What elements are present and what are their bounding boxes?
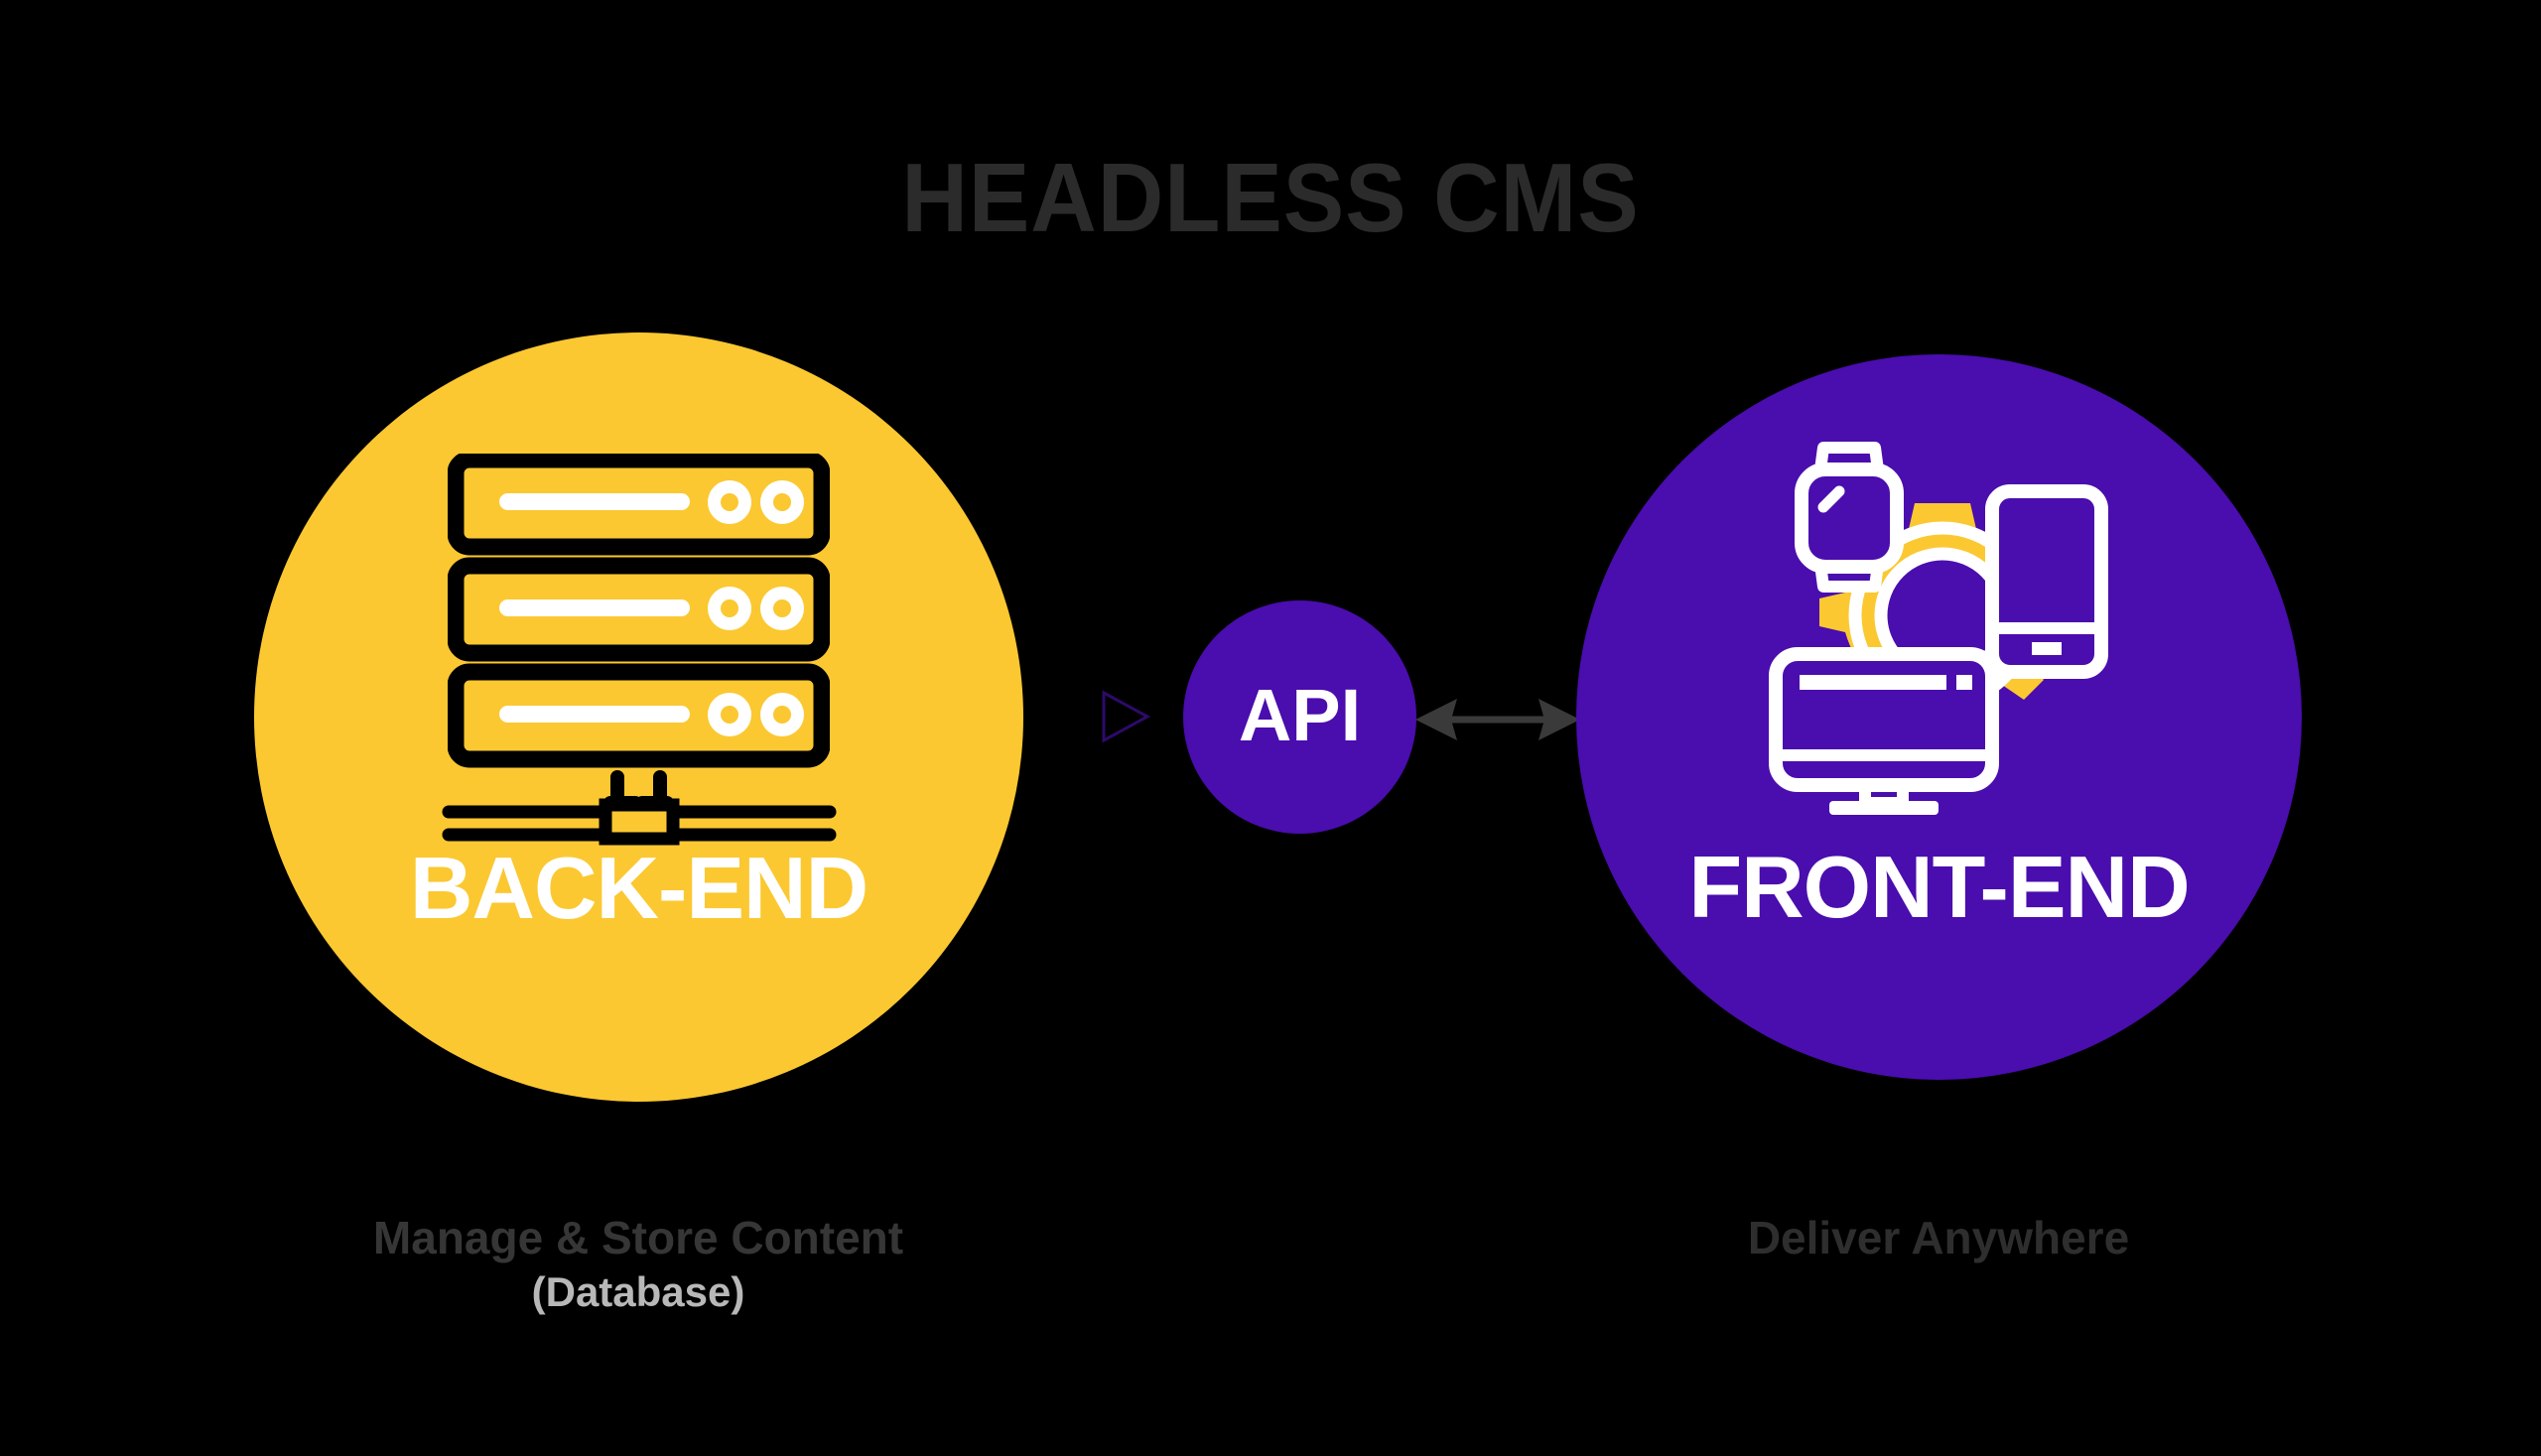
backend-node[interactable]: BACK-END [254,332,1023,1102]
server-unit-2 [447,557,831,662]
arrow-right-ghost-icon [1092,685,1157,748]
desktop-monitor-icon [1769,647,1999,815]
server-rack-icon [447,451,831,791]
api-label: API [1238,673,1362,756]
smartphone-icon [1985,484,2108,679]
double-headed-arrow-icon [1413,692,1582,747]
frontend-label: FRONT-END [1688,838,2190,936]
frontend-node[interactable]: FRONT-END [1576,354,2302,1080]
backend-caption-main: Manage & Store Content [372,1212,904,1263]
server-unit-3 [447,663,831,768]
smartwatch-icon [1795,442,1904,593]
page-title: HEADLESS CMS [901,143,1640,252]
frontend-caption-main: Deliver Anywhere [1747,1212,2130,1263]
power-plug-icon [441,769,838,849]
frontend-caption: Deliver Anywhere [1442,1212,2435,1264]
backend-caption-sub: (Database) [531,1267,745,1315]
api-node[interactable]: API [1183,600,1416,834]
backend-caption: Manage & Store Content (Database) [142,1212,1135,1315]
multi-device-gear-icon [1748,434,2130,821]
server-unit-1 [447,451,831,556]
backend-label: BACK-END [409,839,869,937]
